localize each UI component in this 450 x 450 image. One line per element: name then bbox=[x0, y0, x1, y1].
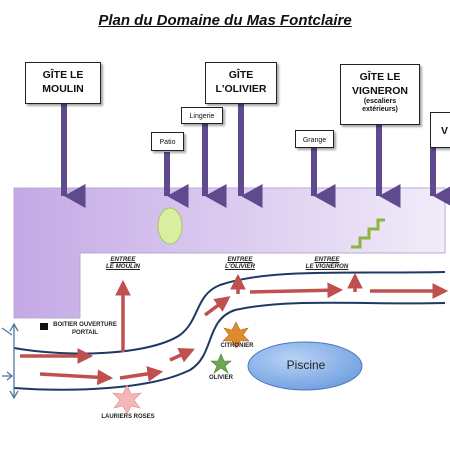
entree-olivier-line1: ENTREE bbox=[227, 256, 253, 263]
side-arrow-upper bbox=[1, 327, 13, 336]
entree-moulin-line1: ENTREE bbox=[110, 256, 136, 263]
building-band bbox=[13, 187, 446, 319]
road-arrow-3 bbox=[119, 366, 164, 382]
olivier-line2: L'OLIVIER bbox=[215, 83, 267, 95]
entree-vigneron-line2: LE VIGNERON bbox=[305, 263, 349, 270]
page-title: Plan du Domaine du Mas Fontclaire bbox=[98, 12, 352, 29]
vigneron-note-line1: (escaliers bbox=[363, 98, 397, 105]
entree-vigneron-label: ENTREE LE VIGNERON bbox=[300, 256, 354, 270]
road-edge-lower bbox=[13, 301, 446, 391]
lingerie-box: Lingerie bbox=[181, 107, 223, 124]
boitier-line1: BOITIER OUVERTURE bbox=[53, 322, 117, 328]
entree-olivier-label: ENTREE L'OLIVIER bbox=[218, 256, 262, 270]
olivier-tree-label: OLIVIER bbox=[208, 375, 233, 381]
side-arrowhead-top bbox=[9, 322, 19, 332]
patio-oval bbox=[157, 207, 183, 245]
grange-box: Grange bbox=[295, 130, 334, 148]
gite-le-vigneron-box: GÎTE LE VIGNERON (escaliers extérieurs) bbox=[340, 64, 420, 125]
lauriers-label: LAURIERS ROSES bbox=[101, 414, 155, 420]
entree-moulin-label: ENTREE LE MOULIN bbox=[100, 256, 146, 270]
lingerie-label: Lingerie bbox=[189, 113, 215, 120]
gite-le-moulin-box: GÎTE LE MOULIN bbox=[25, 62, 101, 104]
road-arrow-2 bbox=[39, 369, 114, 386]
gite-l-olivier-box: GÎTE L'OLIVIER bbox=[205, 62, 277, 104]
patio-box: Patio bbox=[151, 132, 184, 151]
side-arrowhead-bottom bbox=[9, 390, 19, 400]
moulin-line1: GÎTE LE bbox=[42, 69, 84, 81]
road-edge-upper bbox=[13, 271, 446, 355]
stairs-icon bbox=[351, 218, 385, 249]
vigneron-line1: GÎTE LE bbox=[359, 71, 401, 83]
boitier-icon bbox=[40, 323, 48, 330]
partial-right-label: V bbox=[441, 125, 449, 137]
partial-right-box: V bbox=[430, 112, 450, 148]
side-arrowhead-lower bbox=[6, 371, 14, 381]
vigneron-note-line2: extérieurs) bbox=[362, 106, 398, 113]
boitier-line2: PORTAIL bbox=[72, 329, 98, 336]
grange-label: Grange bbox=[302, 137, 327, 144]
pool-shape bbox=[247, 341, 363, 391]
olivier-line1: GÎTE bbox=[228, 69, 254, 81]
citronier-label: CITRONIER bbox=[220, 343, 254, 349]
patio-label: Patio bbox=[159, 139, 176, 146]
vigneron-line2: VIGNERON bbox=[351, 85, 408, 97]
boitier-label: BOITIER OUVERTURE PORTAIL bbox=[50, 322, 120, 337]
entree-moulin-line2: LE MOULIN bbox=[105, 263, 141, 270]
road-arrow-4 bbox=[169, 348, 195, 363]
road-arrow-5 bbox=[203, 296, 231, 317]
moulin-line2: MOULIN bbox=[42, 83, 84, 95]
lauriers-star-icon bbox=[112, 384, 142, 415]
olivier-star-icon bbox=[210, 353, 232, 374]
entree-olivier-line2: L'OLIVIER bbox=[224, 263, 255, 270]
entree-vigneron-line1: ENTREE bbox=[314, 256, 340, 263]
road-arrow-6 bbox=[249, 282, 344, 299]
citronier-star-icon bbox=[222, 321, 250, 349]
piscine-label: Piscine bbox=[286, 358, 326, 372]
